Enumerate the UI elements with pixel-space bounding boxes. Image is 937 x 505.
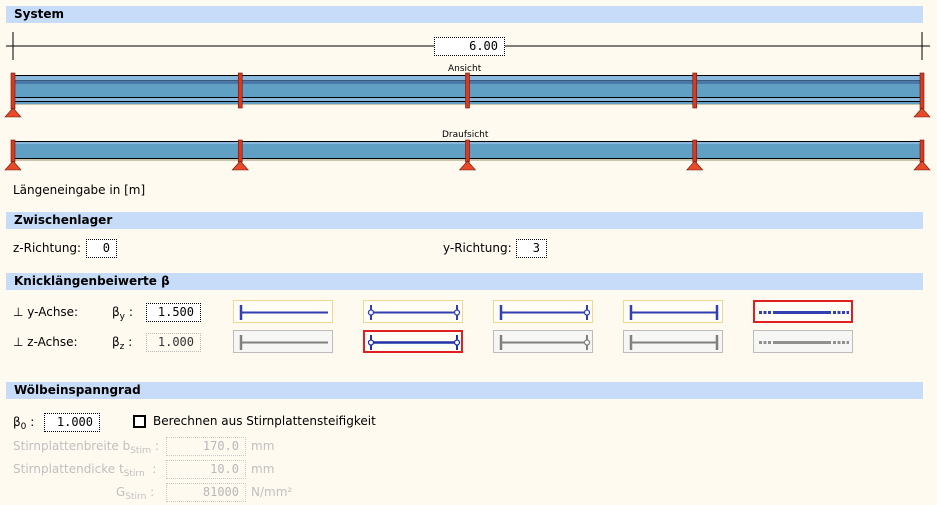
clamped-free-icon: [239, 305, 328, 320]
y-direction-field[interactable]: 3: [516, 239, 547, 258]
section-title: Zwischenlager: [14, 213, 113, 227]
support-triangle-view: [4, 107, 22, 118]
support-post-view: [237, 72, 243, 109]
pinned-pinned-icon: [367, 305, 461, 320]
breite-field[interactable]: 170.0: [166, 437, 246, 456]
section-header-knick: Knicklängenbeiwerte β: [6, 273, 923, 290]
section-header-woelb: Wölbeinspanngrad: [6, 382, 923, 399]
z-option-clamped-free[interactable]: [233, 330, 333, 353]
support-triangle-plan: [458, 160, 477, 171]
support-triangle-plan: [686, 160, 704, 171]
support-post-view: [465, 72, 470, 109]
z-option-clamped-clamped[interactable]: [623, 330, 723, 353]
beta0-field[interactable]: 1.000: [44, 413, 100, 432]
y-option-pinned-pinned[interactable]: [363, 300, 463, 323]
y-axis-label: ⊥ y-Achse:: [13, 305, 79, 319]
y-direction-label: y-Richtung:: [443, 241, 512, 255]
stirnplatte-checkbox[interactable]: [133, 415, 146, 428]
z-axis-label: ⊥ z-Achse:: [13, 335, 78, 349]
g-text: G: [116, 485, 126, 499]
section-title: System: [14, 7, 64, 21]
z-option-pinned-pinned[interactable]: [363, 330, 463, 353]
g-label: GStirn :: [116, 485, 154, 502]
support-triangle-plan: [913, 160, 931, 171]
support-triangle-plan: [4, 160, 22, 171]
beta-subscript: z: [119, 342, 125, 352]
section-header-zwischenlager: Zwischenlager: [6, 212, 923, 229]
system-length-field[interactable]: 6.00: [434, 37, 505, 56]
beta-z-label: βz :: [112, 335, 132, 352]
clamped-pinned-icon: [499, 335, 591, 350]
support-post-plan: [692, 139, 698, 163]
breite-text: Stirnplattenbreite b: [13, 439, 131, 453]
beta-y-label: βy :: [112, 305, 133, 322]
beta-subscript: y: [119, 312, 125, 322]
user-defined-icon: [759, 311, 849, 314]
beta-subscript: 0: [20, 422, 27, 432]
z-option-user-defined[interactable]: [753, 330, 853, 353]
stirnplatte-checkbox-label[interactable]: Berechnen aus Stirnplattensteifigkeit: [153, 414, 376, 428]
y-option-clamped-free[interactable]: [233, 300, 333, 323]
section-title: Wölbeinspanngrad: [14, 383, 141, 397]
g-unit: N/mm²: [251, 485, 293, 499]
beta-symbol: β: [112, 305, 120, 319]
colon: :: [155, 439, 160, 453]
clamped-pinned-icon: [499, 305, 591, 320]
y-option-clamped-clamped[interactable]: [623, 300, 723, 323]
dicke-unit: mm: [251, 462, 275, 476]
breite-unit: mm: [251, 439, 275, 453]
colon: :: [128, 305, 133, 319]
support-post-plan: [237, 139, 243, 163]
beta-z-field[interactable]: 1.000: [146, 333, 201, 352]
support-post-plan: [10, 139, 16, 163]
colon: :: [152, 462, 157, 476]
colon: :: [128, 335, 133, 349]
support-triangle-plan: [231, 160, 249, 171]
support-post-plan: [465, 139, 470, 163]
z-direction-label: z-Richtung:: [13, 241, 82, 255]
system-diagram: [4, 32, 931, 171]
dicke-text: Stirnplattendicke t: [13, 462, 124, 476]
clamped-clamped-icon: [629, 305, 719, 320]
clamped-clamped-icon: [629, 335, 719, 350]
y-option-clamped-pinned[interactable]: [493, 300, 593, 323]
length-unit-note: Längeneingabe in [m]: [13, 183, 146, 197]
colon: :: [30, 415, 35, 429]
support-post-view: [919, 72, 925, 110]
support-post-view: [692, 72, 698, 109]
z-direction-field[interactable]: 0: [86, 239, 117, 258]
y-option-user-defined[interactable]: [753, 300, 853, 323]
dicke-subscript: Stirn: [123, 469, 145, 479]
plan-label: Draufsicht: [442, 130, 489, 140]
z-option-clamped-pinned[interactable]: [493, 330, 593, 353]
support-post-view: [10, 72, 16, 110]
breite-subscript: Stirn: [130, 446, 152, 456]
dicke-label: Stirnplattendicke tStirn :: [13, 462, 156, 479]
pinned-pinned-icon: [367, 335, 461, 350]
g-field[interactable]: 81000: [166, 483, 246, 502]
view-label: Ansicht: [448, 64, 482, 74]
support-post-plan: [919, 139, 925, 163]
beta-symbol: β: [112, 335, 120, 349]
section-header-system: System: [6, 6, 923, 23]
support-triangle-view: [913, 107, 931, 118]
dicke-field[interactable]: 10.0: [166, 460, 246, 479]
user-defined-icon: [759, 341, 849, 344]
g-subscript: Stirn: [125, 492, 147, 502]
colon: :: [150, 485, 155, 499]
beta0-label: β0 :: [13, 415, 34, 432]
clamped-free-icon: [239, 335, 328, 350]
breite-label: Stirnplattenbreite bStirn :: [13, 439, 159, 456]
beta-y-field[interactable]: 1.500: [146, 303, 201, 322]
beta-symbol: β: [13, 415, 21, 429]
section-title: Knicklängenbeiwerte β: [14, 274, 170, 288]
